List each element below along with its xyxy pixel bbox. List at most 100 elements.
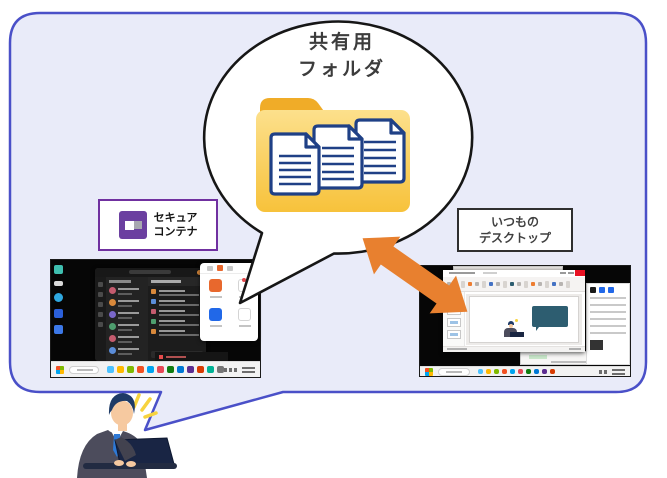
document-icon: [269, 132, 321, 196]
secure-container-logo: [118, 211, 147, 239]
document-icons: [269, 118, 406, 196]
chat-row: [108, 287, 146, 296]
taskbar-app-icon: [107, 366, 114, 373]
taskbar-search: [438, 367, 470, 376]
tray-icon: [604, 369, 607, 374]
person-neck: [118, 423, 127, 431]
chat-titlebar: [95, 268, 206, 277]
message-row: [151, 289, 203, 297]
taskbar-app-icon: [510, 369, 515, 374]
taskbar-app-icon: [127, 366, 134, 373]
panel-button: [608, 287, 614, 293]
tray-icon: [234, 367, 237, 372]
chat-row: [108, 323, 146, 332]
windows-logo-icon: [425, 367, 433, 376]
chat-row: [108, 311, 146, 320]
secure-desktop-screenshot: [51, 260, 260, 377]
taskbar-app-icon: [167, 366, 174, 373]
taskbar-app-icon: [207, 366, 214, 373]
windows-logo-icon: [56, 365, 64, 374]
slide: [469, 296, 579, 343]
grid-icon: [207, 265, 213, 271]
sparkle-icon: [132, 393, 158, 419]
taskbar-icons: [478, 369, 555, 374]
mini-laptop-icon: [510, 332, 524, 337]
desktop-icon: [54, 281, 63, 286]
chat-nav-rail: [95, 277, 106, 361]
notification-badge: [242, 278, 246, 282]
ribbon-toolbar: [443, 277, 585, 292]
document-icon: [312, 124, 364, 190]
folder-icon: [256, 98, 410, 212]
side-panel-window: [586, 283, 630, 365]
taskbar-app-icon: [486, 369, 491, 374]
bubble-caption: 共有用 フォルダ: [242, 29, 442, 83]
desktop-icon: [54, 265, 63, 274]
taskbar-app-icon: [526, 369, 531, 374]
rail-icon: [98, 302, 103, 307]
panel-buttons: [590, 287, 626, 293]
chat-app-window: [95, 268, 206, 361]
person-arm: [115, 437, 136, 461]
notification-strip: [155, 352, 228, 362]
taskbar-app-icon: [147, 366, 154, 373]
bubble-caption-line2: フォルダ: [297, 59, 386, 80]
bubble-caption-line1: 共有用: [308, 32, 375, 53]
app-icon: [227, 265, 233, 271]
taskbar-app-icon: [117, 366, 124, 373]
tray-icon: [224, 367, 227, 372]
slide-canvas-area: [466, 294, 582, 345]
mini-person-hair: [508, 321, 514, 325]
taskbar-app-icon: [137, 366, 144, 373]
panel-text-lines: [590, 297, 626, 337]
tray-icon: [229, 367, 232, 372]
panel-thumbnail: [590, 340, 603, 350]
person-hair: [108, 393, 135, 415]
chat-row: [108, 347, 146, 356]
person-with-laptop: [77, 393, 177, 478]
panel-button: [599, 287, 605, 293]
taskbar: [420, 366, 630, 376]
message-row: [151, 329, 203, 337]
rail-icon: [98, 312, 103, 317]
mini-person-face: [509, 324, 513, 328]
usual-desktop-screenshot: [420, 266, 630, 376]
usual-desktop-line1: いつもの: [490, 215, 539, 229]
sparkle-icon: [515, 319, 518, 322]
taskbar: [51, 361, 260, 377]
app-icon: [217, 265, 223, 271]
chat-messages-pane: [148, 277, 206, 361]
usual-desktop-text: いつもの デスクトップ: [479, 214, 551, 246]
taskbar-icons: [107, 366, 224, 373]
double-arrow-shape: [362, 236, 468, 314]
slide-thumb: [446, 318, 461, 327]
message-row: [151, 319, 203, 327]
system-tray: [224, 366, 255, 373]
taskbar-app-icon: [177, 366, 184, 373]
chat-row: [108, 299, 146, 308]
taskbar-app-icon: [157, 366, 164, 373]
app-icon: [209, 308, 222, 321]
rail-icon: [98, 282, 103, 287]
status-bar: [443, 346, 585, 352]
taskbar-app-icon: [542, 369, 547, 374]
launcher-cell: [235, 308, 254, 328]
taskbar-app-icon: [187, 366, 194, 373]
maximize-button: [568, 272, 574, 274]
close-button: [575, 270, 585, 276]
taskbar-app-icon: [518, 369, 523, 374]
slide-thumb: [446, 330, 461, 339]
person-hand: [126, 461, 136, 467]
panel-button: [590, 287, 596, 293]
clock: [242, 366, 255, 373]
edge-icon: [54, 293, 63, 302]
person-face: [111, 400, 133, 426]
rail-icon: [98, 322, 103, 327]
taskbar-app-icon: [478, 369, 483, 374]
chat-row: [108, 335, 146, 344]
taskbar-app-icon: [217, 366, 224, 373]
taskbar-app-icon: [197, 366, 204, 373]
message-row: [151, 299, 203, 307]
launcher-cell: [206, 279, 225, 299]
taskbar-app-icon: [550, 369, 555, 374]
